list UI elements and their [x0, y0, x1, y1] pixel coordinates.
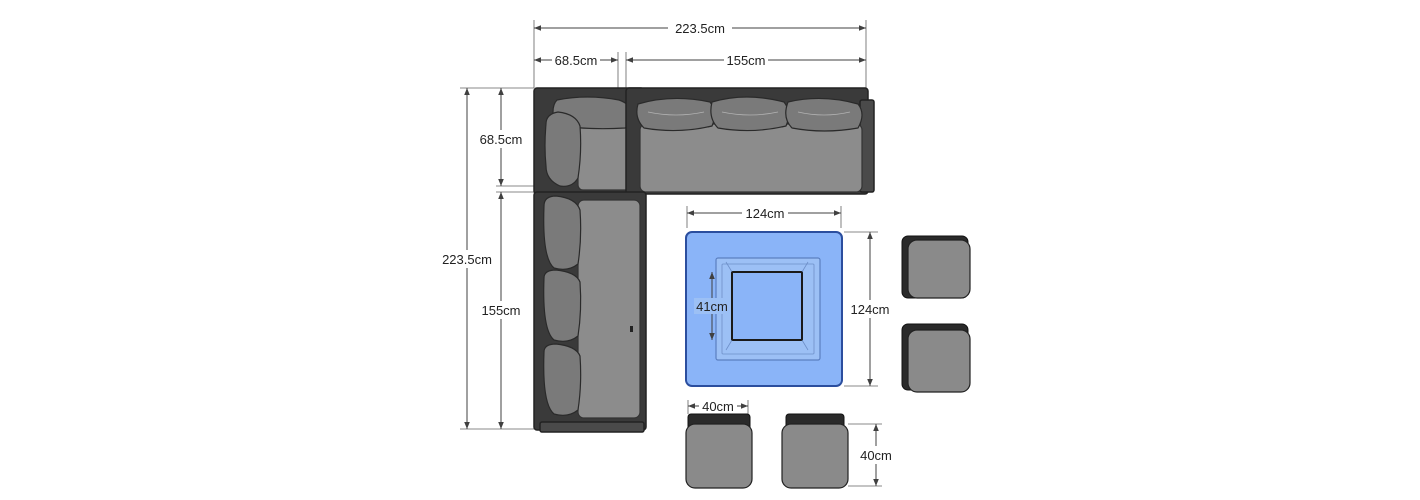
sofa-corner-module [533, 87, 645, 195]
stool-bottom-right [781, 413, 849, 489]
dimension-table-width: 124cm [686, 205, 842, 228]
dim-label-left-total: 223.5cm [442, 252, 492, 267]
dimension-table-inner: 41cm [694, 272, 730, 340]
stool-right-bottom [901, 323, 971, 393]
dimension-left-total: 223.5cm [436, 87, 534, 430]
sofa-left-module [533, 191, 647, 433]
dim-label-table-inner: 41cm [696, 299, 728, 314]
dimension-left-corner: 68.5cm [476, 88, 534, 193]
dim-label-stool-width: 40cm [702, 399, 734, 414]
dimension-top-sofa: 155cm [626, 52, 866, 68]
dim-label-top-corner: 68.5cm [555, 53, 598, 68]
dim-label-left-corner: 68.5cm [480, 132, 523, 147]
dim-label-table-depth: 124cm [850, 302, 889, 317]
dim-label-table-width: 124cm [745, 206, 784, 221]
stool-bottom-left [685, 413, 753, 489]
dim-label-left-sofa: 155cm [481, 303, 520, 318]
dim-label-top-total: 223.5cm [675, 21, 725, 36]
stool-right-top [901, 235, 971, 299]
dimension-top-corner: 68.5cm [534, 52, 627, 88]
dimension-top-total: 223.5cm [533, 20, 867, 88]
sofa-right-module [625, 87, 875, 195]
sofa-l-shape [533, 87, 875, 433]
dim-label-stool-depth: 40cm [860, 448, 892, 463]
dimension-stool-width: 40cm [687, 398, 749, 414]
dimension-table-depth: 124cm [844, 231, 894, 387]
dimension-stool-depth: 40cm [848, 423, 896, 487]
coffee-table [685, 231, 843, 387]
dimension-left-sofa: 155cm [478, 192, 524, 429]
dim-label-top-sofa: 155cm [726, 53, 765, 68]
